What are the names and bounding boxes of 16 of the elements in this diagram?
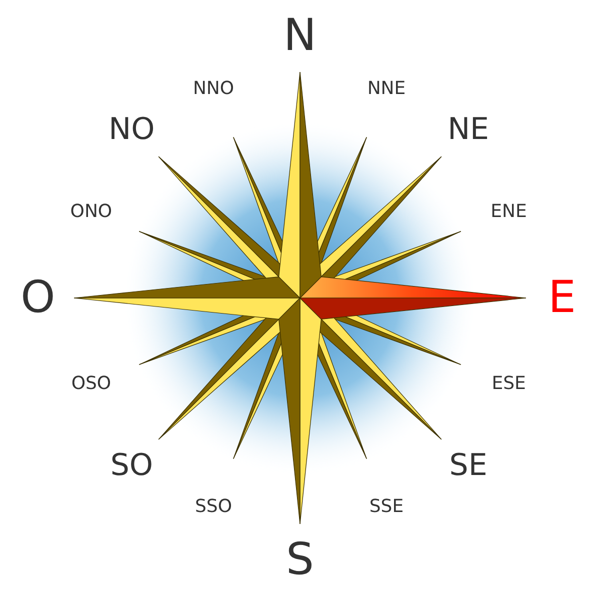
compass-direction-label: NNE (367, 80, 406, 98)
compass-direction-label: SSO (194, 498, 232, 516)
compass-direction-label: OSO (71, 375, 112, 394)
compass-direction-label: NE (448, 114, 489, 145)
compass-direction-label: ONO (70, 202, 112, 220)
compass-direction-label: S (286, 538, 314, 582)
compass-direction-label: NNO (192, 80, 234, 98)
compass-direction-label: NO (108, 114, 155, 145)
compass-direction-label: N (284, 14, 316, 58)
compass-direction-label: SSE (369, 498, 404, 516)
compass-direction-label: SO (110, 451, 154, 482)
compass-direction-label: ESE (492, 375, 526, 394)
compass-direction-label: SE (449, 451, 488, 482)
compass-direction-label: O (20, 276, 56, 320)
compass-direction-label: ENE (490, 202, 527, 220)
compass-direction-label: E (548, 276, 576, 320)
